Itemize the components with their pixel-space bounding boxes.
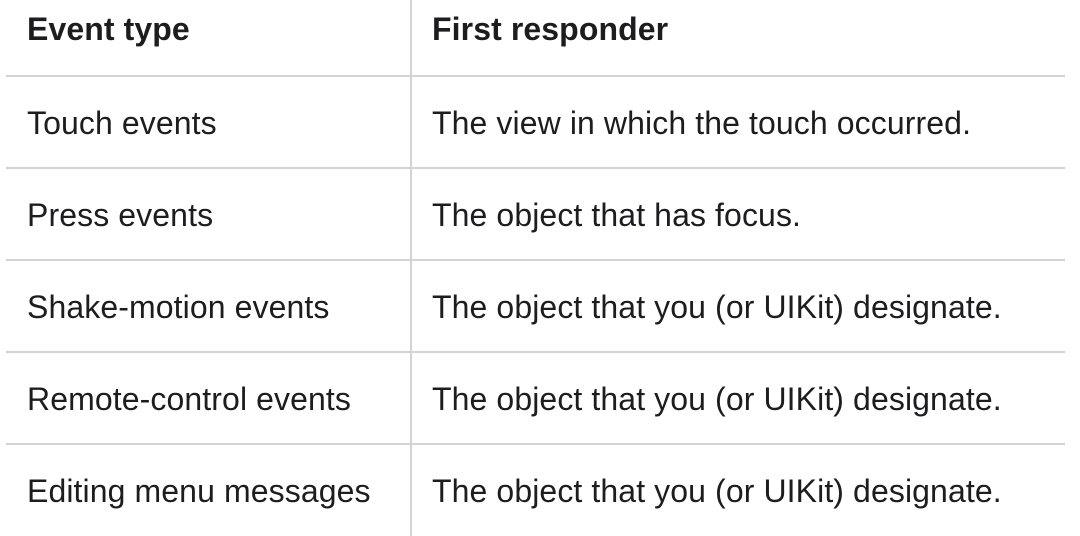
table-row: Touch events The view in which the touch…: [6, 77, 1065, 169]
first-responder-cell: The object that has focus.: [432, 197, 802, 233]
first-responder-cell: The object that you (or UIKit) designate…: [432, 289, 1002, 325]
table-row: Editing menu messages The object that yo…: [6, 445, 1065, 536]
table-row: Shake-motion events The object that you …: [6, 261, 1065, 353]
table-header-row: Event type First responder: [6, 0, 1065, 77]
row-divider: [6, 259, 1065, 261]
header-first-responder: First responder: [432, 11, 669, 47]
first-responder-cell: The object that you (or UIKit) designate…: [432, 381, 1002, 417]
row-divider: [6, 167, 1065, 169]
table-row: Press events The object that has focus.: [6, 169, 1065, 261]
row-divider: [6, 351, 1065, 353]
row-divider: [6, 75, 1065, 77]
event-type-cell: Press events: [27, 197, 214, 233]
first-responder-cell: The object that you (or UIKit) designate…: [432, 472, 1002, 509]
header-event-type: Event type: [27, 11, 190, 47]
event-type-cell: Shake-motion events: [27, 289, 330, 325]
row-divider: [6, 443, 1065, 445]
first-responder-cell: The view in which the touch occurred.: [432, 105, 972, 141]
event-type-cell: Touch events: [27, 105, 217, 141]
table-row: Remote-control events The object that yo…: [6, 353, 1065, 445]
event-responder-table: Event type First responder Touch events …: [6, 0, 1065, 536]
column-divider: [410, 0, 412, 536]
event-type-cell: Editing menu messages: [27, 472, 371, 509]
event-type-cell: Remote-control events: [27, 381, 352, 417]
